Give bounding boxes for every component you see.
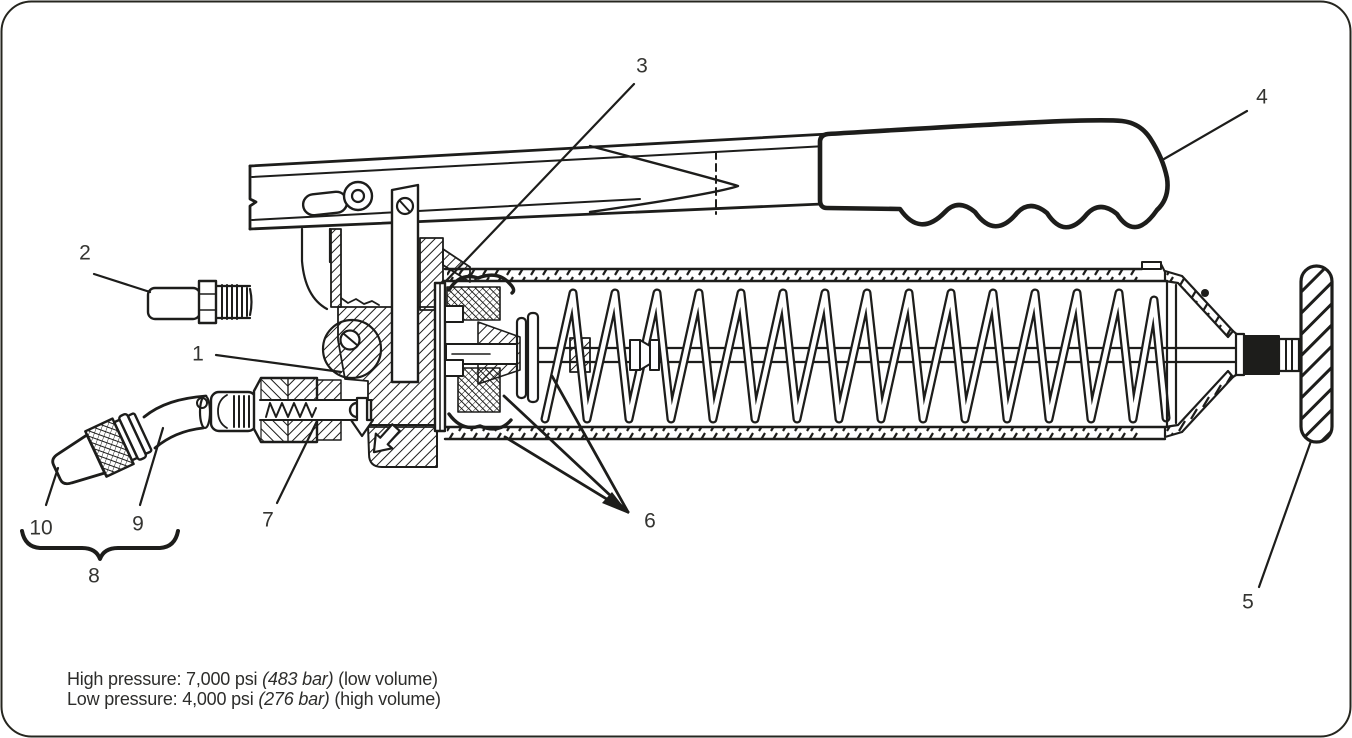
hose (142, 394, 212, 450)
callout-label-8: 8 (88, 565, 100, 588)
leader-lines (44, 82, 1313, 589)
hose-coupler (51, 412, 153, 486)
callout-labels: 1 2 3 4 5 6 7 8 9 10 (29, 55, 1268, 614)
drawing (20, 82, 1334, 589)
flow-arrow-diagonal (372, 423, 401, 454)
handle-rod-grip (1243, 335, 1301, 375)
caption-line-low-pressure: Low pressure: 4,000 psi (276 bar) (high … (67, 688, 441, 710)
end-cap (1163, 269, 1246, 439)
lever-link (301, 180, 374, 217)
callout-label-3: 3 (636, 55, 648, 78)
callout-label-7: 7 (262, 509, 274, 532)
barrel-tube (441, 261, 1169, 441)
caption-bar-value: (483 bar) (262, 669, 334, 689)
rod-coupling (629, 339, 660, 371)
caption-text: High pressure: 7,000 psi (67, 669, 263, 689)
callout-label-6: 6 (644, 510, 656, 533)
caption-bar-value: (276 bar) (258, 688, 330, 709)
link-bar (390, 183, 420, 384)
lever-arm (248, 132, 830, 231)
group-brace (20, 529, 180, 561)
lever-grip (817, 117, 1170, 230)
barrel-spring (540, 288, 1171, 424)
callout-label-1: 1 (192, 343, 204, 366)
caption-text: Low pressure: 4,000 psi (67, 688, 259, 709)
pressure-caption: High pressure: 7,000 psi (483 bar) (low … (67, 669, 441, 710)
t-handle (1299, 264, 1334, 444)
callout-label-5: 5 (1242, 591, 1254, 614)
caption-text: (high volume) (329, 688, 441, 709)
grease-fitting (146, 279, 253, 325)
piston-assembly (433, 273, 521, 433)
caption-line-high-pressure: High pressure: 7,000 psi (483 bar) (low … (67, 669, 441, 690)
callout-label-9: 9 (132, 513, 144, 536)
callout-label-2: 2 (79, 242, 91, 265)
callout-label-4: 4 (1256, 86, 1268, 109)
flow-arrow-down (349, 396, 375, 438)
caption-text: (low volume) (333, 669, 438, 689)
outlet-valve-assembly (209, 376, 401, 454)
callout-label-10: 10 (29, 517, 52, 540)
